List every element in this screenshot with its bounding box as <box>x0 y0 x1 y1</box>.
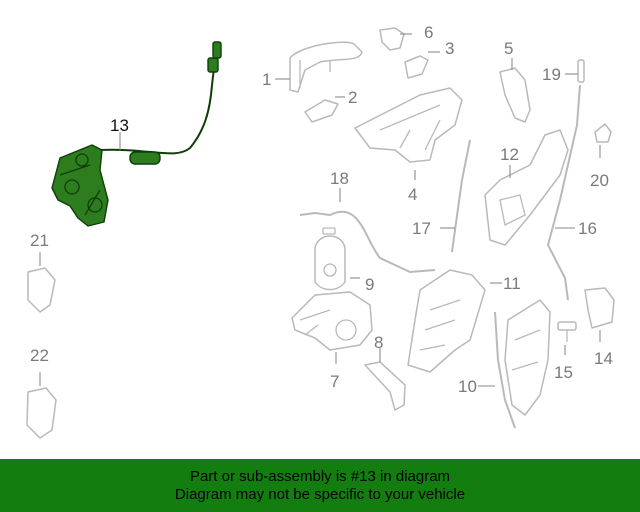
part-14-striker <box>584 287 615 329</box>
label-7: 7 <box>330 372 339 391</box>
part-4-carrier <box>354 87 463 163</box>
label-10: 10 <box>458 377 477 396</box>
part-21-hinge <box>27 267 56 313</box>
part-20-plug <box>594 123 612 143</box>
label-20: 20 <box>590 171 609 190</box>
part-6-clip <box>379 27 405 51</box>
part-22-hinge <box>26 387 57 439</box>
part-10-lock <box>494 299 551 429</box>
part-7-actuator <box>291 291 373 351</box>
label-18: 18 <box>330 169 349 188</box>
label-3: 3 <box>445 39 454 58</box>
parts-diagram: 13 1 2 6 3 4 5 19 20 12 16 17 <box>26 23 615 439</box>
part-9-key <box>314 227 346 291</box>
label-13: 13 <box>110 116 129 135</box>
part-3-gasket <box>404 55 429 79</box>
label-19: 19 <box>542 65 561 84</box>
label-21: 21 <box>30 231 49 250</box>
label-8: 8 <box>374 333 383 352</box>
part-2-cover <box>304 99 339 123</box>
label-5: 5 <box>504 39 513 58</box>
label-22: 22 <box>30 346 49 365</box>
label-9: 9 <box>365 275 374 294</box>
part-8-trim <box>364 361 406 411</box>
label-1: 1 <box>262 70 271 89</box>
part-16-rod <box>546 84 581 301</box>
label-17: 17 <box>412 219 431 238</box>
label-2: 2 <box>348 88 357 107</box>
banner-line-2: Diagram may not be specific to your vehi… <box>174 485 466 503</box>
part-1-handle <box>289 41 363 93</box>
label-15: 15 <box>554 363 573 382</box>
part-17-rod <box>451 139 471 253</box>
info-banner: Part or sub-assembly is #13 in diagram D… <box>0 459 640 512</box>
label-14: 14 <box>594 349 613 368</box>
label-11: 11 <box>503 274 521 293</box>
label-6: 6 <box>424 23 433 42</box>
label-12: 12 <box>500 145 519 164</box>
label-4: 4 <box>408 185 417 204</box>
part-15-screw <box>557 321 577 342</box>
part-5-bracket <box>499 67 531 123</box>
banner-line-1: Part or sub-assembly is #13 in diagram <box>189 467 451 485</box>
part-19-pin <box>577 59 585 83</box>
part-18-cable <box>299 210 436 274</box>
part-11-latch <box>407 269 486 373</box>
label-16: 16 <box>578 219 597 238</box>
part-13-highlighted[interactable] <box>51 41 222 227</box>
